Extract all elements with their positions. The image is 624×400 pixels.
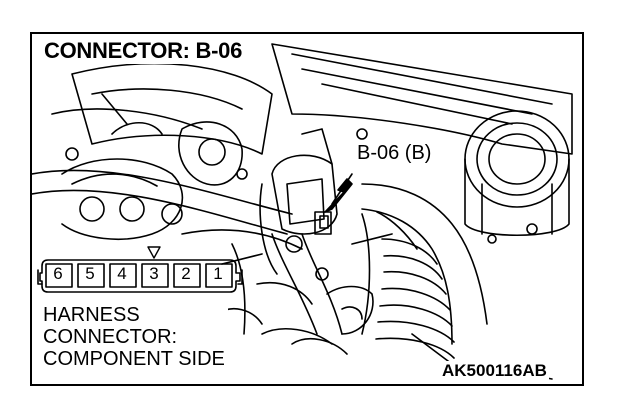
image-code: AK500116AB: [440, 361, 549, 381]
connector-pin: 4: [117, 264, 127, 283]
diagram-title: CONNECTOR: B-06: [42, 38, 245, 64]
connector-pin: 5: [85, 264, 95, 283]
engine-bay-illustration: [32, 43, 573, 380]
harness-label-line: HARNESS: [43, 304, 140, 326]
connector-pin-diagram: 6 5 4 3 2 1: [42, 262, 252, 288]
connector-pin: 2: [181, 264, 191, 283]
connector-callout-label: B-06 (B): [355, 141, 434, 165]
diagram-frame: CONNECTOR: B-06 B-06 (B) 6 5 4 3 2 1 HAR…: [30, 32, 584, 386]
connector-pin: 6: [53, 264, 63, 283]
harness-label-line: COMPONENT SIDE: [43, 348, 225, 370]
harness-connector-label: HARNESS CONNECTOR: COMPONENT SIDE: [42, 304, 228, 370]
connector-pin: 1: [213, 264, 223, 283]
connector-pin: 3: [149, 264, 159, 283]
harness-label-line: CONNECTOR:: [43, 326, 178, 348]
